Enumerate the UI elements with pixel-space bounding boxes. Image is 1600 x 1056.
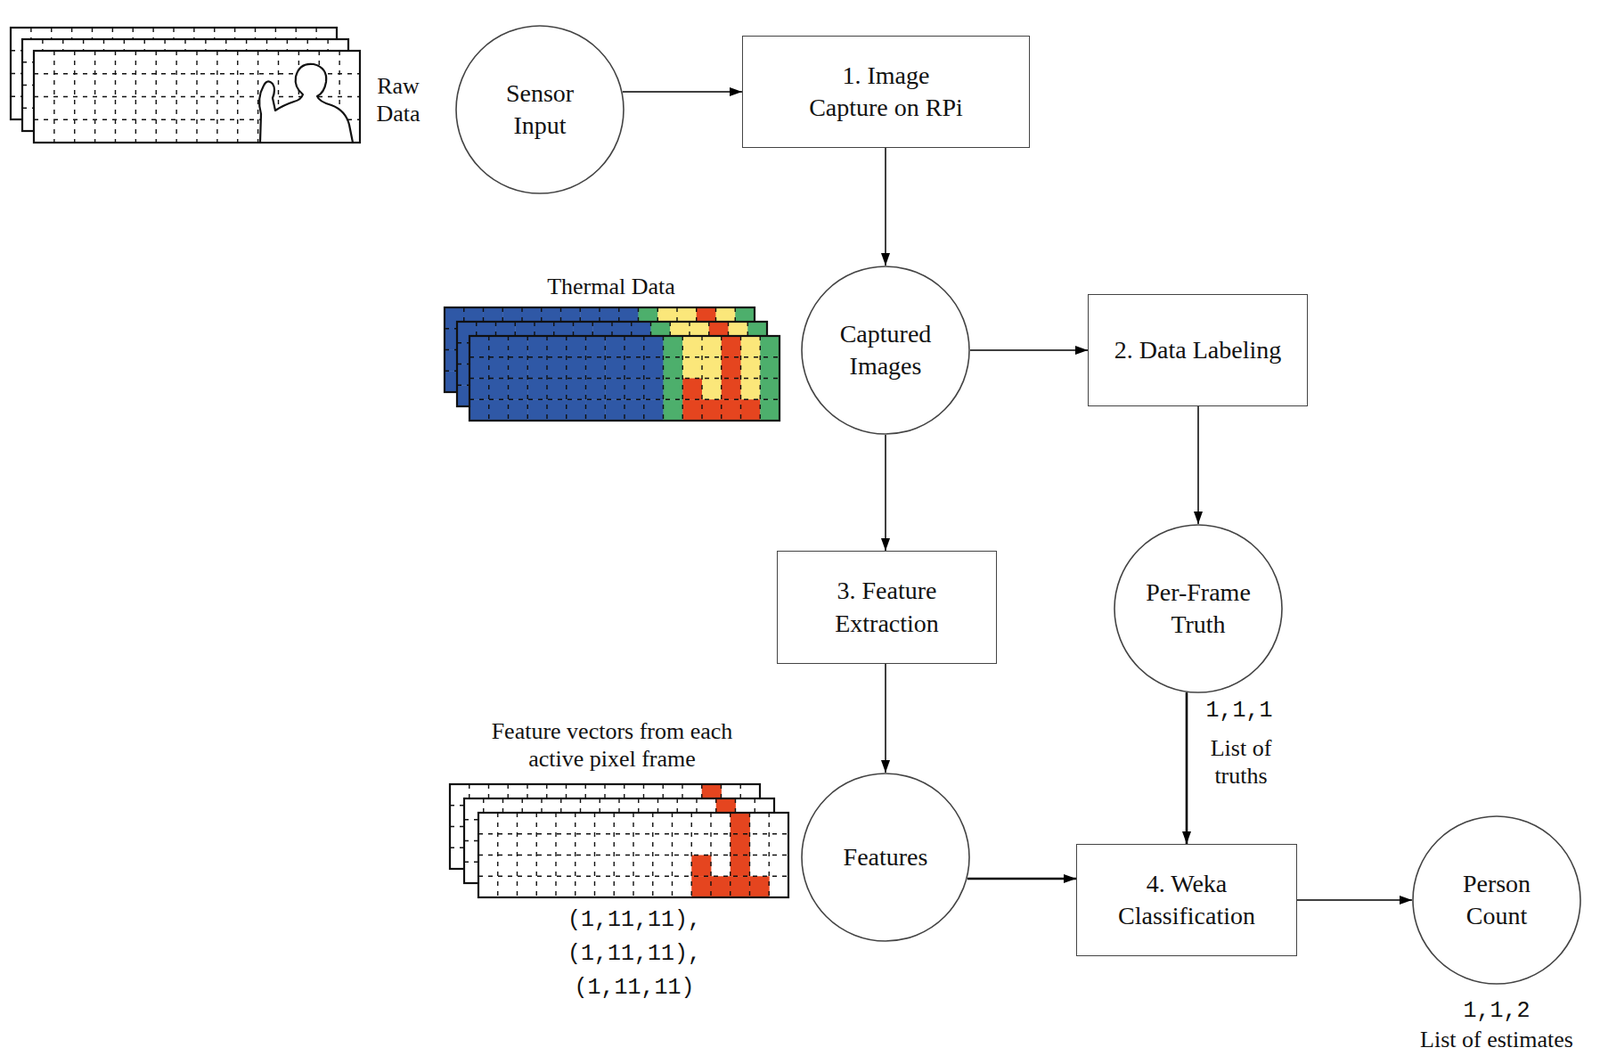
circle-outline — [800, 265, 971, 435]
circle-outline — [1412, 815, 1582, 985]
node-label: 4. Weka Classification — [1088, 867, 1285, 933]
node-label: Sensor Input — [486, 77, 594, 143]
annotation-label: Raw Data — [371, 72, 425, 128]
input-circle: Sensor Input — [455, 24, 625, 195]
process-box: 4. Weka Classification — [1076, 843, 1298, 956]
node-label: Per-Frame Truth — [1131, 576, 1266, 642]
process-box: 2. Data Labeling — [1087, 293, 1308, 407]
flow-arrow — [884, 663, 887, 773]
node-label: 3. Feature Extraction — [798, 574, 977, 640]
flow-arrow — [1197, 406, 1200, 524]
flow-arrow — [622, 90, 743, 93]
node-label: Person Count — [1438, 867, 1555, 933]
node-label: 2. Data Labeling — [1114, 334, 1282, 367]
annotation-label: (1,11,11), — [545, 940, 724, 968]
thermal-frame — [469, 335, 780, 421]
annotation-label: List of truths — [1200, 734, 1282, 790]
data-circle: Captured Images — [800, 265, 971, 435]
output-circle: Person Count — [1412, 815, 1582, 985]
flow-arrow — [884, 147, 887, 266]
flow-arrow — [1297, 898, 1413, 901]
process-box: 3. Feature Extraction — [776, 550, 997, 664]
feature-frame — [478, 812, 789, 898]
annotation-label: List of estimates — [1398, 1025, 1595, 1054]
annotation-label: (1,11,11) — [545, 974, 724, 1002]
node-label: 1. Image Capture on RPi — [770, 59, 1003, 125]
node-label: Features — [843, 840, 929, 874]
annotation-label: Thermal Data — [513, 272, 710, 301]
thermal-frame — [457, 321, 768, 407]
circle-outline — [1113, 523, 1283, 694]
data-circle: Per-Frame Truth — [1113, 523, 1283, 694]
data-circle: Features — [800, 772, 971, 942]
flow-arrow — [967, 877, 1077, 881]
node-label: Captured Images — [818, 318, 953, 384]
flow-arrow — [1185, 692, 1189, 844]
annotation-label: 1,1,1 — [1203, 697, 1275, 725]
annotation-label: 1,1,2 — [1443, 997, 1551, 1025]
flow-arrow — [884, 434, 887, 551]
annotation-label: (1,11,11), — [545, 906, 724, 934]
process-box: 1. Image Capture on RPi — [742, 35, 1030, 148]
flow-arrow — [970, 349, 1088, 352]
raw-frame — [33, 50, 360, 143]
annotation-label: Feature vectors from each active pixel f… — [465, 717, 760, 773]
person-silhouette — [259, 64, 353, 143]
circle-outline — [455, 24, 625, 195]
